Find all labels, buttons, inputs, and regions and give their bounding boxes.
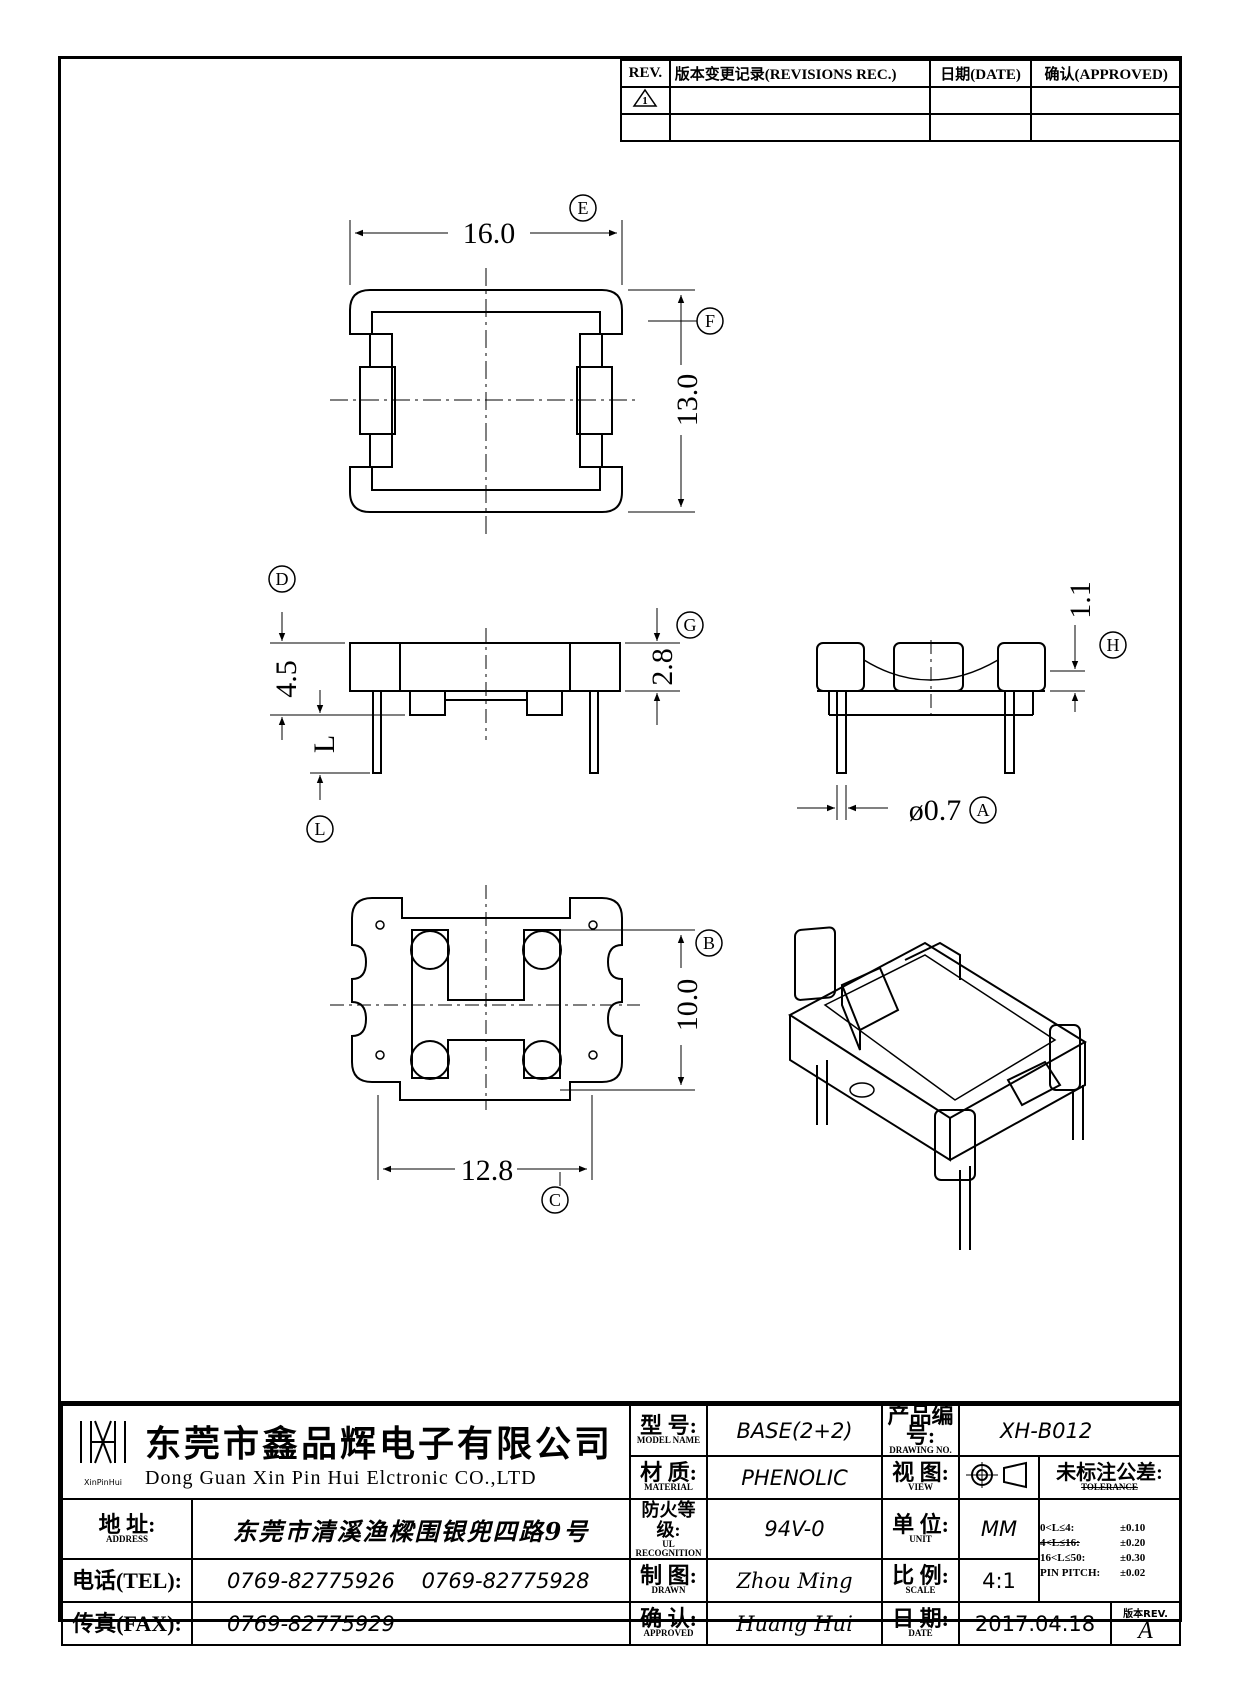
view-label-cell: 视 图:VIEW bbox=[881, 1455, 961, 1500]
dim-pitch-12-8: 12.8 bbox=[461, 1154, 514, 1187]
fax-label: 传真(FAX): bbox=[61, 1601, 193, 1646]
approved-value: Huang Hui bbox=[706, 1601, 884, 1646]
date-header: 日期(DATE) bbox=[928, 59, 1033, 88]
material-label: 材 质: bbox=[640, 1460, 697, 1485]
model-label: 型 号: bbox=[640, 1413, 697, 1438]
approved-label: 确 认: bbox=[640, 1606, 697, 1631]
dim-height-13: 13.0 bbox=[671, 374, 704, 427]
drawing-no-value: XH-B012 bbox=[958, 1404, 1182, 1457]
callout-f: F bbox=[705, 311, 715, 331]
tolerance-row: 4<L≤16:±0.20 bbox=[1040, 1536, 1146, 1549]
scale-label-cell: 比 例:SCALE bbox=[881, 1558, 961, 1603]
unit-label: 单 位: bbox=[892, 1511, 949, 1537]
address-label: 地 址: bbox=[98, 1511, 156, 1537]
scale-label: 比 例: bbox=[892, 1563, 949, 1588]
company-cell: XinPinHui 东莞市鑫品辉电子有限公司 Dong Guan Xin Pin… bbox=[60, 1404, 632, 1500]
scale-label-en: SCALE bbox=[905, 1585, 936, 1595]
logo-text: XinPinHui bbox=[83, 1478, 123, 1487]
view-label: 视 图: bbox=[892, 1460, 949, 1485]
unit-label-en: UNIT bbox=[909, 1533, 932, 1544]
company-name-en: Dong Guan Xin Pin Hui Elctronic CO.,LTD bbox=[145, 1466, 537, 1489]
technical-drawing: 16.0 13.0 4.5 2.8 L 1.1 ø0.7 10.0 12.8 E… bbox=[268, 194, 1127, 1250]
company-logo: XinPinHui bbox=[71, 1417, 135, 1487]
rev-label: 版本REV. bbox=[1123, 1609, 1168, 1620]
projection-symbol-cell bbox=[958, 1455, 1041, 1500]
front-view bbox=[268, 565, 704, 843]
address-label-en: ADDRESS bbox=[105, 1533, 148, 1544]
unit-value: MM bbox=[958, 1498, 1041, 1560]
callout-l: L bbox=[315, 819, 326, 839]
tolerance-row: PIN PITCH:±0.02 bbox=[1040, 1566, 1146, 1579]
dim-width-16: 16.0 bbox=[463, 217, 516, 250]
revisions-table: REV. 版本变更记录(REVISIONS REC.) 日期(DATE) 确认(… bbox=[620, 59, 1182, 142]
tolerance-row: 16<L≤50:±0.30 bbox=[1040, 1551, 1146, 1564]
top-view bbox=[330, 194, 724, 535]
material-label-cell: 材 质:MATERIAL bbox=[629, 1455, 709, 1500]
drawn-label-cell: 制 图:DRAWN bbox=[629, 1558, 709, 1603]
date-label-en: DATE bbox=[908, 1628, 933, 1638]
title-block: XinPinHui 东莞市鑫品辉电子有限公司 Dong Guan Xin Pin… bbox=[58, 1401, 1182, 1646]
rev-cell: 版本REV. A bbox=[1110, 1601, 1182, 1646]
side-view bbox=[797, 625, 1127, 824]
address-value: 东莞市清溪渔樑围银兜四路9号 bbox=[190, 1498, 632, 1560]
callout-c: C bbox=[549, 1190, 561, 1210]
recognition-label: 防火等级: bbox=[641, 1500, 696, 1540]
tolerance-row: 0<L≤4:±0.10 bbox=[1040, 1521, 1146, 1534]
unit-label-cell: 单 位:UNIT bbox=[881, 1498, 961, 1560]
date-label-cell: 日 期:DATE bbox=[881, 1601, 961, 1646]
model-value: BASE(2+2) bbox=[706, 1404, 884, 1457]
view-label-en: VIEW bbox=[908, 1482, 934, 1492]
revisions-rec-header: 版本变更记录(REVISIONS REC.) bbox=[668, 59, 931, 88]
callout-d: D bbox=[276, 569, 289, 589]
callout-e: E bbox=[578, 198, 589, 218]
dim-height-4-5: 4.5 bbox=[270, 660, 303, 698]
dim-step-1-1: 1.1 bbox=[1064, 581, 1097, 619]
callout-a: A bbox=[977, 800, 990, 820]
projection-symbol-icon bbox=[966, 1461, 1028, 1489]
material-label-en: MATERIAL bbox=[644, 1482, 693, 1492]
xph-logo-icon bbox=[80, 1420, 126, 1464]
recognition-label-en: UL RECOGNITION bbox=[635, 1539, 702, 1558]
drawn-label-en: DRAWN bbox=[651, 1585, 686, 1595]
revision-triangle-icon: 1 bbox=[632, 88, 658, 107]
date-label: 日 期: bbox=[892, 1606, 949, 1631]
tolerance-label-en: TOLERANCE bbox=[1081, 1482, 1138, 1492]
recognition-value: 94V-0 bbox=[706, 1498, 884, 1560]
company-name-cn: 东莞市鑫品辉电子有限公司 bbox=[145, 1423, 614, 1464]
approved-header: 确认(APPROVED) bbox=[1030, 59, 1182, 88]
callout-h: H bbox=[1107, 635, 1120, 655]
tolerance-label-cell: 未标注公差:TOLERANCE bbox=[1038, 1455, 1182, 1500]
tolerance-label: 未标注公差: bbox=[1056, 1462, 1163, 1484]
drawing-no-label-en: DRAWING NO. bbox=[889, 1445, 952, 1455]
scale-value: 4:1 bbox=[958, 1558, 1041, 1603]
rev-header: REV. bbox=[620, 59, 671, 88]
model-label-cell: 型 号:MODEL NAME bbox=[629, 1404, 709, 1457]
dim-body-2-8: 2.8 bbox=[646, 648, 679, 686]
drawing-no-label-cell: 产品编号:DRAWING NO. bbox=[881, 1403, 961, 1457]
rev-value: A bbox=[1138, 1618, 1153, 1644]
drawn-label: 制 图: bbox=[640, 1563, 697, 1588]
bottom-view bbox=[330, 885, 723, 1214]
recognition-label-cell: 防火等级:UL RECOGNITION bbox=[629, 1498, 709, 1560]
drawn-value: Zhou Ming bbox=[706, 1558, 884, 1603]
date-value: 2017.04.18 bbox=[958, 1601, 1113, 1646]
rev-triangle-cell: 1 bbox=[620, 86, 671, 115]
model-label-en: MODEL NAME bbox=[636, 1435, 701, 1445]
callout-b: B bbox=[703, 933, 715, 953]
isometric-view bbox=[788, 926, 1087, 1250]
svg-text:1: 1 bbox=[643, 95, 649, 107]
tel-value: 0769-82775926 0769-82775928 bbox=[190, 1558, 632, 1603]
material-value: PHENOLIC bbox=[706, 1455, 884, 1500]
callout-g: G bbox=[684, 615, 697, 635]
dim-pin-dia: ø0.7 bbox=[909, 794, 962, 827]
tolerance-table: 0<L≤4:±0.10 4<L≤16:±0.20 16<L≤50:±0.30 P… bbox=[1038, 1498, 1182, 1603]
tel-label: 电话(TEL): bbox=[61, 1558, 193, 1603]
dim-pitch-10: 10.0 bbox=[671, 979, 704, 1032]
approved-label-en: APPROVED bbox=[643, 1628, 694, 1638]
address-label-cell: 地 址:ADDRESS bbox=[61, 1498, 193, 1560]
fax-value: 0769-82775929 bbox=[190, 1601, 632, 1646]
dim-pin-l: L bbox=[308, 735, 341, 753]
drawing-no-label: 产品编号: bbox=[887, 1403, 954, 1448]
approved-label-cell: 确 认:APPROVED bbox=[629, 1601, 709, 1646]
